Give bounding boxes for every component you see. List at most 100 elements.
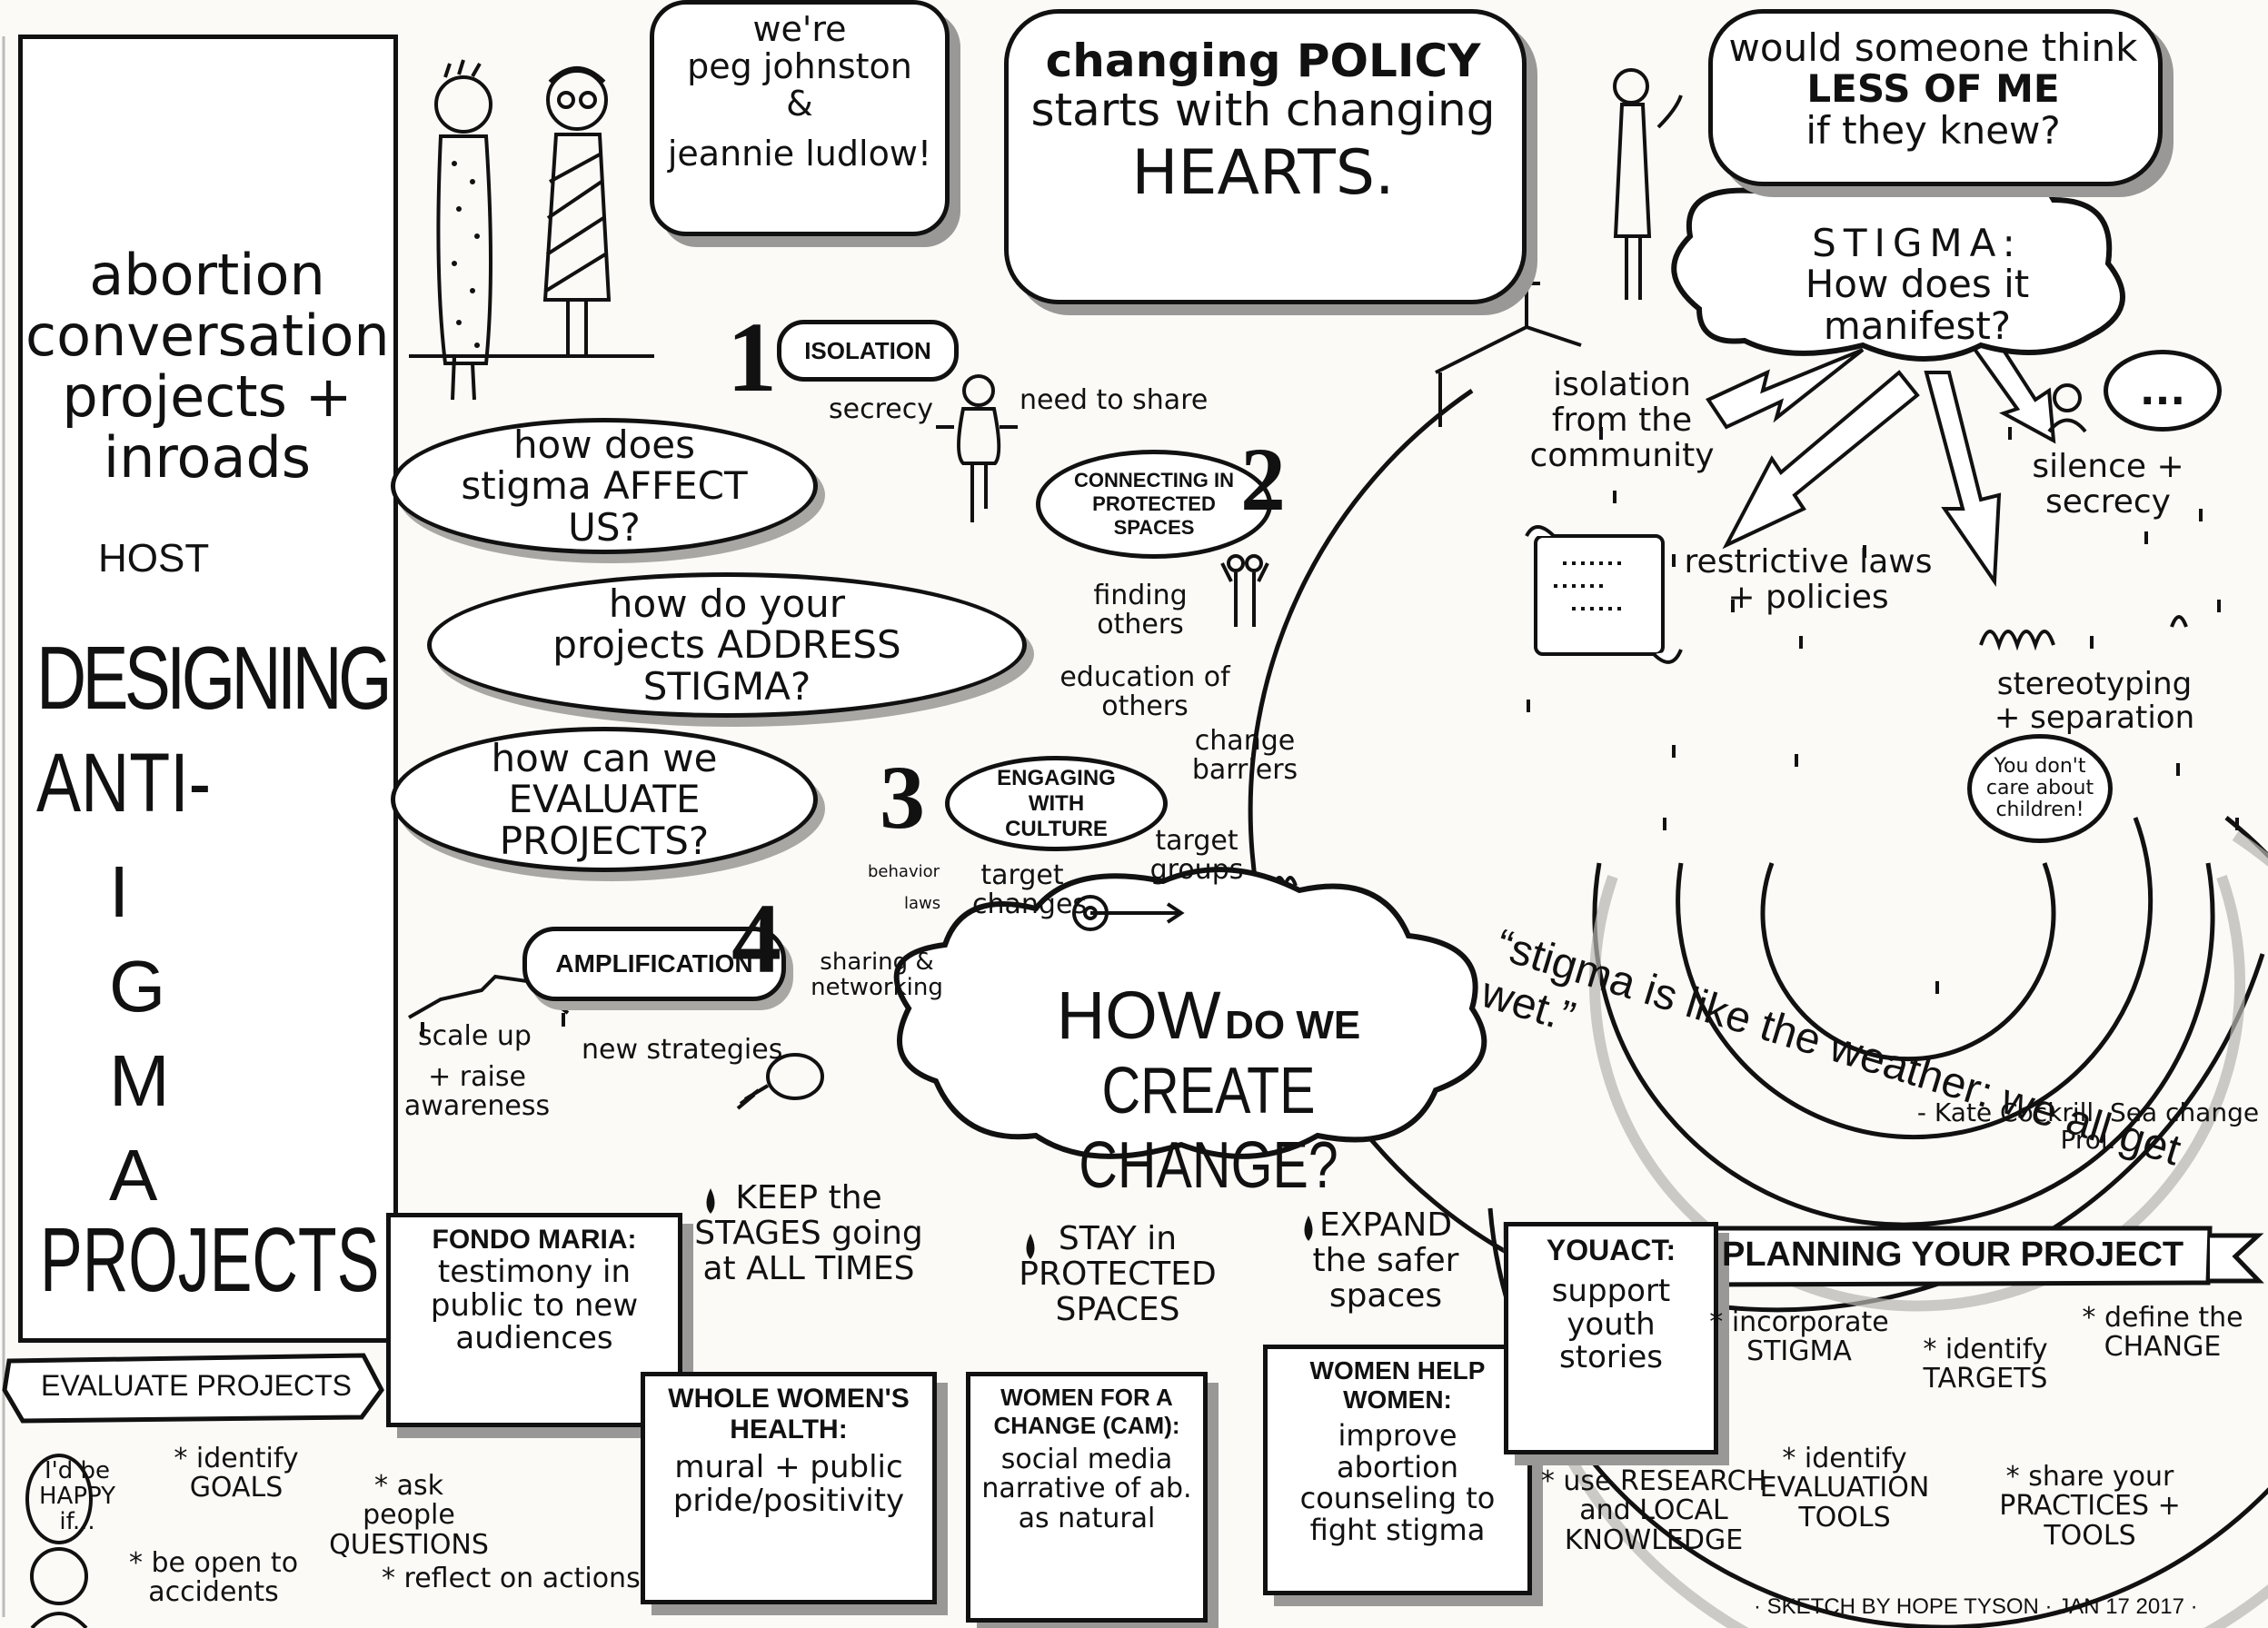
- sidebar-designing: DESIGNING: [36, 628, 393, 728]
- project-card-whole-womens-health: WHOLE WOMEN'S HEALTH: mural + public pri…: [641, 1372, 937, 1604]
- project-title: WOMEN for a CHANGE (cam):: [993, 1384, 1180, 1439]
- children-bubble-text: You don't care about children!: [1985, 755, 2094, 821]
- sidebar-letter-i: I: [109, 851, 130, 932]
- cloud-how: HOW: [1056, 978, 1221, 1053]
- note-laws: laws: [904, 894, 941, 913]
- presenters-line-1: we're: [752, 9, 847, 49]
- stigma-cloud-text: STIGMA: How does it manifest?: [1708, 223, 2126, 346]
- policy-speech-bubble: [1004, 9, 1527, 304]
- evaluate-item-reflect: * reflect on actions: [382, 1563, 641, 1594]
- cloud-do-we: DO WE: [1225, 1003, 1361, 1047]
- evaluate-item-accidents: * be open to accidents: [128, 1547, 299, 1609]
- planning-item-targets: * identify TARGETS: [1923, 1334, 2048, 1395]
- practice-keep: KEEP the STAGES going at ALL TIMES: [694, 1179, 923, 1287]
- step-3-number: 3: [880, 747, 925, 848]
- target-arrow-icon: [1072, 895, 1185, 931]
- policy-line-3: HEARTS.: [1131, 137, 1395, 209]
- ellipsis-text: ...: [2139, 367, 2186, 414]
- manifest-stereotyping: stereotyping + separation: [1994, 666, 2195, 736]
- presenters-text: we're peg johnston & jeannie ludlow!: [654, 9, 945, 174]
- evaluate-item-questions: * ask people QUESTIONS: [329, 1470, 489, 1561]
- planning-item-research: * use RESEARCH and LOCAL KNOWLEDGE: [1540, 1465, 1767, 1556]
- project-card-women-help-women: WOMEN HELP WOMEN: improve abortion couns…: [1263, 1345, 1532, 1595]
- manifest-silence: silence + secrecy: [2032, 448, 2184, 521]
- project-body: testimony in public to new audiences: [430, 1254, 639, 1357]
- question-address-stigma: how do your projects ADDRESS STIGMA?: [427, 572, 1027, 718]
- sketch-credit: · SKETCH BY HOPE TYSON · JAN 17 2017 ·: [1754, 1594, 2198, 1619]
- project-body: mural + public pride/positivity: [672, 1449, 905, 1519]
- question-address-text: how do your projects ADDRESS STIGMA?: [552, 581, 901, 709]
- center-cloud-text: HOW DO WE CREATE CHANGE?: [954, 977, 1463, 1203]
- note-new-strategies: new strategies: [582, 1034, 783, 1066]
- lightbulb-icon: [736, 1053, 824, 1110]
- note-change-barriers: change barriers: [1191, 725, 1298, 787]
- sidebar-title-panel: [18, 35, 398, 1343]
- cloud-create-change: CREATE CHANGE?: [1079, 1055, 1338, 1202]
- thought-text: would someone think LESS OF ME if they k…: [1713, 27, 2154, 151]
- planning-item-change: * define the CHANGE: [2082, 1302, 2243, 1364]
- happy-figure-icon: [25, 1454, 93, 1628]
- note-secrecy: secrecy: [829, 393, 933, 425]
- project-title: YOUACT:: [1546, 1234, 1676, 1266]
- policy-quote: changing POLICY starts with changing HEA…: [1009, 36, 1517, 206]
- evaluate-item-goals: * identify GOALS: [174, 1443, 299, 1504]
- policy-line-1: changing POLICY: [1045, 35, 1481, 87]
- thought-bubble-less-of-me: [1708, 9, 2163, 186]
- change-cloud-shape: [893, 867, 1487, 1159]
- presenters-line-2: peg johnston: [687, 46, 912, 87]
- project-card-fondo-maria: FONDO MARIA: testimony in public to new …: [386, 1213, 682, 1427]
- presenters-line-3: &: [786, 84, 813, 124]
- step-1-label-text: ISOLATION: [804, 336, 931, 364]
- dress-dots: [452, 161, 480, 348]
- scroll-icon: [1525, 525, 1683, 664]
- stigma-arrows: [1706, 333, 2056, 587]
- sidebar-line-2: conversation: [25, 302, 390, 369]
- silence-ellipsis-bubble: ...: [2104, 350, 2222, 432]
- planning-banner: PLANNING YOUR PROJECT: [1722, 1236, 2184, 1274]
- note-behavior: behavior: [868, 862, 940, 881]
- question-evaluate-text: how can we EVALUATE PROJECTS?: [491, 735, 718, 863]
- step-2-label-text: CONNECTING IN PROTECTED SPACES: [1074, 469, 1234, 539]
- practice-expand: EXPAND the safer spaces: [1312, 1206, 1459, 1315]
- presenters-speech-bubble: [650, 0, 950, 236]
- note-need-to-share: need to share: [1020, 384, 1209, 416]
- note-target-changes: target changes: [972, 859, 1088, 921]
- sidebar-line-4: inroads: [103, 423, 312, 491]
- sidebar-line-1: abortion: [89, 242, 325, 308]
- planning-item-share: * share your PRACTICES + TOOLS: [1999, 1461, 2181, 1552]
- church-cross-icon: [1435, 268, 1582, 427]
- practice-stay: STAY in PROTECTED SPACES: [1019, 1220, 1217, 1328]
- note-sharing: sharing & networking: [811, 948, 943, 1002]
- question-evaluate: how can we EVALUATE PROJECTS?: [391, 727, 818, 872]
- sidebar-line-3: projects +: [62, 362, 353, 430]
- evaluate-banner-shape: [2, 1353, 384, 1424]
- stigma-cloud-subtitle: How does it manifest?: [1805, 262, 2030, 348]
- project-card-women-for-change: WOMEN for a CHANGE (cam): social media n…: [966, 1372, 1208, 1623]
- silent-person-icon: [2047, 383, 2087, 433]
- step-2-number: 2: [1240, 429, 1286, 530]
- planning-item-evaluation: * identify EVALUATION TOOLS: [1759, 1443, 1930, 1534]
- project-title: FONDO MARIA:: [432, 1225, 637, 1255]
- drop-bullet-icons: [706, 1188, 1313, 1259]
- planning-item-stigma: * incorporate STIGMA: [1709, 1306, 1889, 1368]
- sidebar-stigma-letters: I G M A: [109, 845, 170, 1223]
- step-1-number: 1: [727, 302, 777, 412]
- question-affect-text: how does stigma AFFECT US?: [461, 422, 748, 550]
- thinking-figure-icon: [1613, 68, 1683, 300]
- step-1-label: ISOLATION: [777, 320, 959, 382]
- sidebar-letter-g: G: [109, 946, 166, 1027]
- step-4-label: AMPLIFICATION: [522, 927, 786, 1001]
- project-title: WHOLE WOMEN'S HEALTH:: [668, 1384, 910, 1444]
- thought-line-3: if they knew?: [1805, 107, 2061, 153]
- raindrop-marks: [1527, 427, 2239, 994]
- project-body: social media narrative of ab. as natural: [981, 1444, 1192, 1534]
- step-figures: [936, 374, 1269, 627]
- children-speech-bubble: You don't care about children!: [1967, 734, 2113, 843]
- project-card-youact: YOUACT: support youth stories: [1504, 1222, 1718, 1454]
- thought-line-2: LESS OF ME: [1806, 66, 2060, 112]
- policy-line-2: starts with changing: [1030, 84, 1496, 136]
- manifest-isolation: isolation from the community: [1529, 366, 1715, 474]
- evaluate-bubble: I'd be HAPPY if...: [38, 1457, 115, 1536]
- presenters-line-4: jeannie ludlow!: [667, 134, 932, 174]
- thought-line-1: would someone think: [1728, 25, 2138, 70]
